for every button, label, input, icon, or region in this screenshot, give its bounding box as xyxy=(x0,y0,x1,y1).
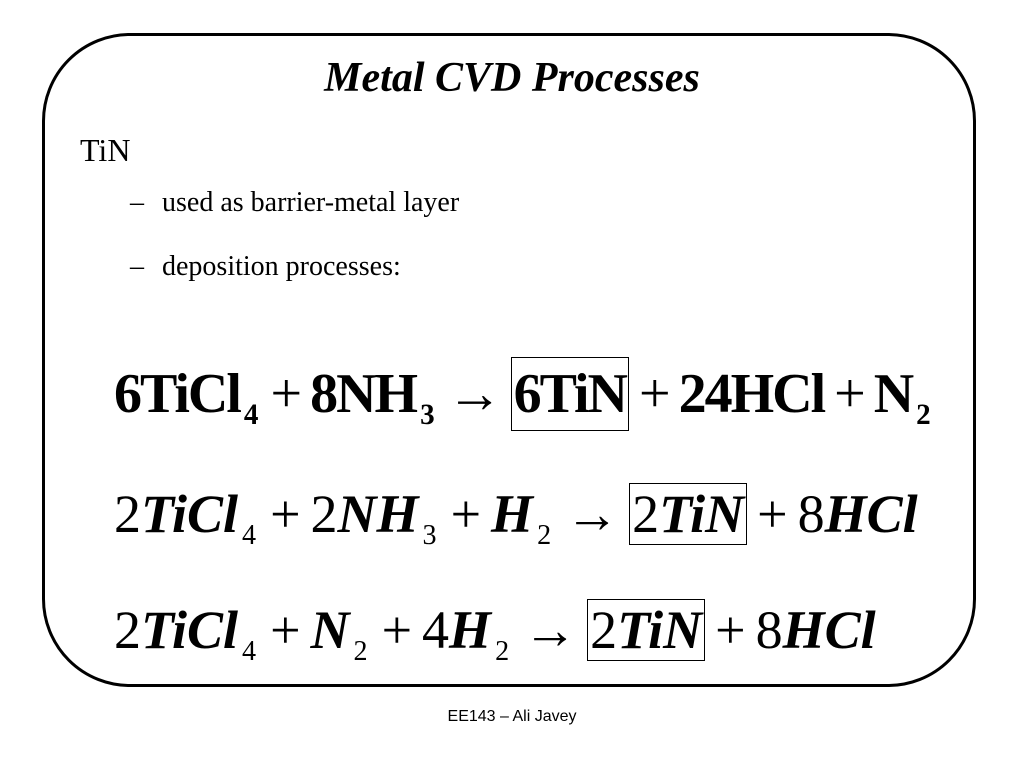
equation-operator: → xyxy=(523,600,578,660)
chemical-formula: TiN xyxy=(617,600,703,660)
chemical-formula: HCl xyxy=(824,484,918,544)
equation-coefficient: 6 xyxy=(513,363,542,425)
product-highlight-box: 6TiN xyxy=(510,357,629,431)
equation-operator: + xyxy=(638,363,671,425)
chemical-formula: H xyxy=(449,600,492,660)
formula-subscript: 4 xyxy=(243,399,258,432)
formula-subscript: 2 xyxy=(916,399,930,432)
chemical-formula: NH xyxy=(336,363,418,425)
equation-operator: → xyxy=(446,363,503,425)
equation-operator: + xyxy=(381,600,413,660)
equation-coefficient: 2 xyxy=(310,484,338,544)
chemical-formula: TiN xyxy=(539,363,628,425)
equation-operator: → xyxy=(565,484,620,544)
equation-operator: + xyxy=(270,363,302,425)
chemical-formula: TiCl xyxy=(141,600,239,660)
equation-coefficient: 2 xyxy=(114,600,141,660)
product-highlight-box: 2TiN xyxy=(629,483,748,545)
formula-subscript: 4 xyxy=(242,519,257,551)
bullet-item: –deposition processes: xyxy=(130,250,401,284)
bullet-marker: – xyxy=(130,187,144,218)
equation-coefficient: 8 xyxy=(310,363,338,425)
formula-subscript: 2 xyxy=(353,635,368,667)
equation-coefficient: 2 xyxy=(590,600,618,660)
equation-coefficient: 8 xyxy=(755,600,783,660)
chemical-formula: NH xyxy=(337,484,419,544)
equation-coefficient: 4 xyxy=(422,600,450,660)
formula-subscript: 2 xyxy=(537,519,552,551)
equation-term: 8HCl xyxy=(756,600,876,660)
equation-operator: + xyxy=(270,600,301,660)
chemical-formula: H xyxy=(491,484,534,544)
slide-title: Metal CVD Processes xyxy=(324,55,700,101)
slide-footer: EE143 – Ali Javey xyxy=(447,708,577,725)
bullet-marker: – xyxy=(130,251,144,282)
chemical-formula: TiCl xyxy=(140,363,242,425)
equation-term: 24HCl xyxy=(678,363,827,425)
equation-operator: + xyxy=(270,484,301,544)
slide-frame xyxy=(42,33,976,687)
equation-coefficient: 24 xyxy=(678,363,733,425)
equation-operator: + xyxy=(834,363,866,425)
chemical-formula: N xyxy=(310,600,350,660)
chemical-formula: N xyxy=(873,363,914,425)
formula-subscript: 2 xyxy=(495,635,510,667)
formula-subscript: 3 xyxy=(420,399,434,432)
equation-coefficient: 6 xyxy=(114,363,142,425)
formula-subscript: 4 xyxy=(242,635,257,667)
bullet-text: deposition processes: xyxy=(162,251,401,282)
chemical-formula: HCl xyxy=(730,363,827,425)
topic-heading: TiN xyxy=(80,132,131,168)
equation-coefficient: 2 xyxy=(114,484,141,544)
chemical-formula: TiCl xyxy=(141,484,239,544)
equation-coefficient: 8 xyxy=(797,484,825,544)
equation-coefficient: 2 xyxy=(632,484,660,544)
equation-operator: + xyxy=(450,484,482,544)
chemical-formula: HCl xyxy=(782,600,876,660)
equation-operator: + xyxy=(715,600,746,660)
bullet-item: –used as barrier-metal layer xyxy=(130,186,459,220)
equation-term: 8HCl xyxy=(798,484,918,544)
bullet-text: used as barrier-metal layer xyxy=(162,187,460,218)
formula-subscript: 3 xyxy=(422,519,437,551)
product-highlight-box: 2TiN xyxy=(587,599,706,661)
equation-operator: + xyxy=(757,484,788,544)
chemical-formula: TiN xyxy=(659,484,745,544)
